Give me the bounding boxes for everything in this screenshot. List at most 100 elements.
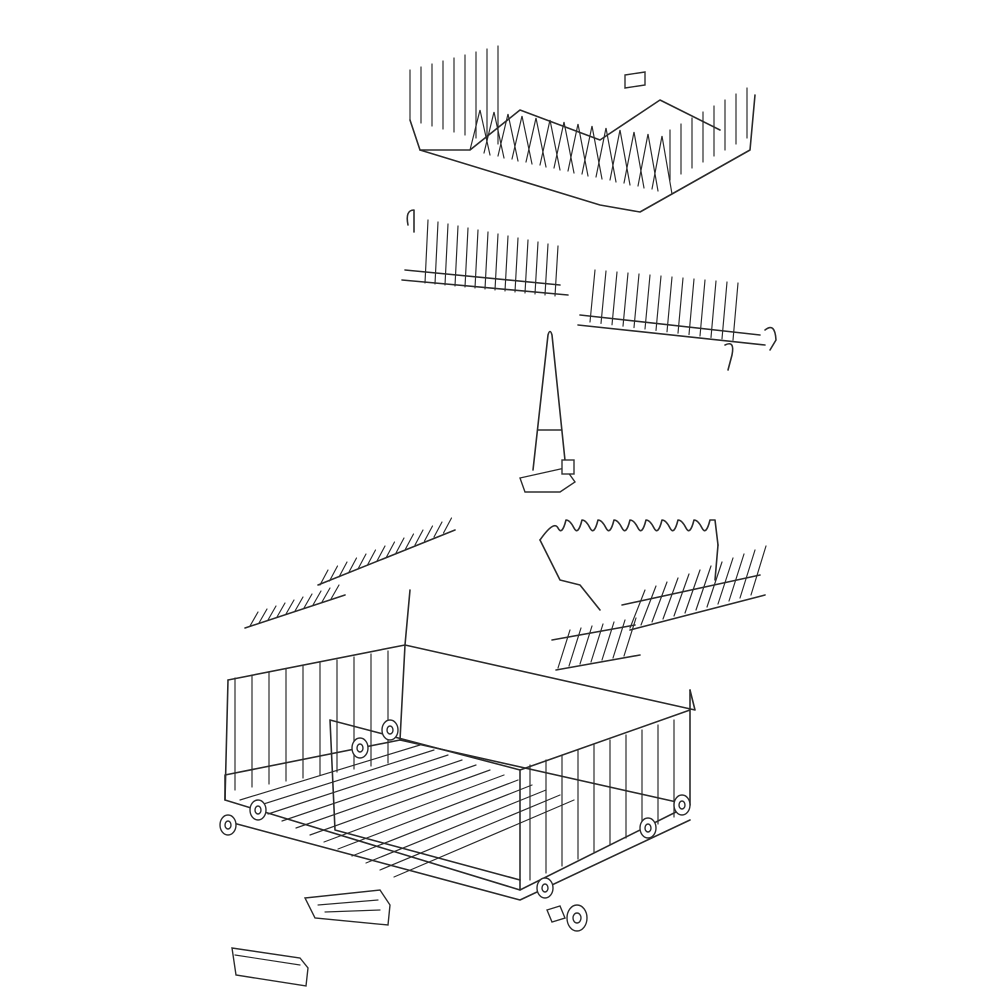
tine (622, 272, 629, 327)
tine (589, 269, 596, 323)
tine (524, 239, 529, 294)
floor-wire (365, 789, 547, 864)
wire (577, 324, 766, 346)
floor-wire (323, 774, 505, 843)
tine (497, 113, 519, 162)
tine (633, 273, 640, 329)
wire (621, 574, 766, 631)
tine (312, 590, 322, 606)
floor-wire (309, 769, 491, 836)
right-tine-row-part (577, 269, 777, 371)
tine (710, 280, 717, 338)
tine (623, 131, 645, 189)
rack-clip-part (303, 889, 391, 926)
tine (444, 223, 449, 286)
clip (724, 342, 734, 371)
tine (294, 596, 304, 612)
left-tine-row-part (401, 209, 569, 297)
tine (534, 241, 539, 295)
tine (514, 237, 519, 293)
floor-wire (295, 764, 477, 829)
wheel-hub-icon (224, 820, 232, 830)
tine (600, 270, 607, 324)
tine (554, 245, 559, 297)
wave-wire-part (539, 519, 719, 611)
tine (706, 561, 723, 608)
floor-wire (337, 779, 519, 850)
tine (601, 621, 615, 661)
tine (651, 135, 673, 195)
wheel-hub-icon (541, 883, 549, 893)
tine (319, 569, 329, 586)
tine (568, 627, 582, 667)
lower-dish-rack-part (221, 589, 696, 901)
tine (504, 235, 509, 292)
tine (303, 593, 313, 609)
tine (651, 581, 668, 623)
wheel-hub-icon (254, 805, 262, 815)
tine (721, 281, 728, 340)
tine (637, 133, 659, 192)
wire (221, 819, 691, 901)
tine (539, 119, 561, 171)
tine (484, 231, 489, 290)
wire-stand-part (519, 330, 576, 493)
tine (655, 275, 662, 331)
end-cap-part (231, 947, 309, 987)
tine (434, 221, 439, 285)
tine (424, 219, 429, 284)
wire (539, 539, 719, 611)
tine (644, 274, 651, 330)
wire (409, 94, 756, 213)
wheel-assembly-part (546, 904, 588, 932)
tine (442, 517, 453, 534)
wheel-hub-icon (644, 823, 652, 833)
tine (376, 545, 386, 562)
tine (249, 611, 259, 627)
tine (328, 565, 339, 582)
tine (454, 225, 459, 287)
tine (414, 529, 424, 546)
tine (557, 629, 571, 669)
tine (267, 605, 277, 621)
tine (612, 619, 626, 659)
handle-tab (624, 71, 646, 89)
left-tine-strips-part (244, 517, 456, 629)
upper-tine-rack-part (409, 45, 756, 213)
tine (433, 521, 443, 538)
tine (544, 243, 549, 296)
tine (590, 623, 604, 663)
tine (385, 541, 396, 558)
tine (640, 585, 657, 626)
tine (662, 577, 679, 620)
tine (750, 545, 767, 596)
tine (666, 276, 673, 333)
tine (684, 569, 701, 614)
floor-wire (379, 794, 561, 871)
tine (474, 229, 479, 289)
tine (609, 129, 631, 186)
wheel-hub-icon (356, 743, 364, 753)
wire (329, 719, 521, 881)
tine (395, 537, 405, 554)
tine (695, 565, 712, 611)
tine (623, 617, 637, 657)
wire (244, 529, 456, 629)
wire (227, 589, 696, 711)
clip (406, 209, 415, 233)
tine (673, 573, 690, 617)
tine (404, 533, 415, 550)
rack-wheels (219, 719, 691, 899)
tine (366, 549, 377, 566)
floor-wire (253, 749, 435, 808)
floor-wire (281, 759, 463, 822)
floor-wire (267, 754, 449, 815)
tine (739, 549, 756, 599)
floor-wire (351, 784, 533, 857)
wheel-hub-icon (386, 725, 394, 735)
tine (611, 271, 618, 326)
wire (539, 519, 719, 546)
tine (423, 525, 434, 542)
clip (764, 326, 777, 351)
tine (699, 279, 706, 337)
